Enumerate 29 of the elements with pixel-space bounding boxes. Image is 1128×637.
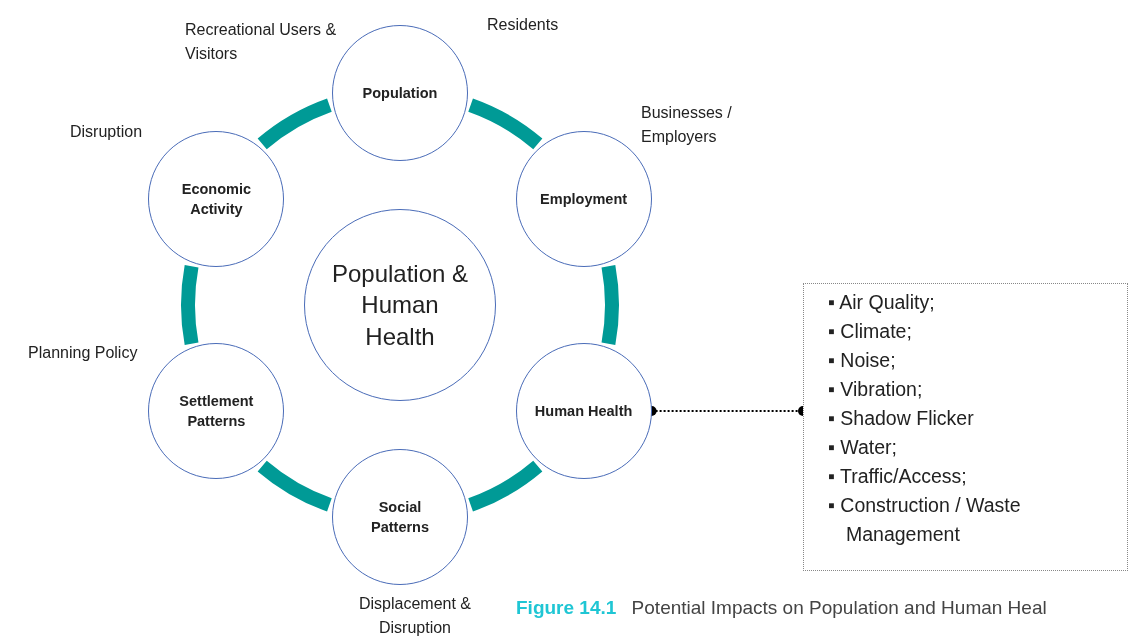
- stakeholder-note: Planning Policy: [28, 343, 138, 363]
- topic-label: Settlement Patterns: [178, 391, 255, 431]
- topic-label: Social Patterns: [370, 497, 430, 537]
- ring-segment: [257, 460, 332, 512]
- figure-caption: Figure 14.1 Potential Impacts on Population and Human Heal: [516, 597, 1047, 619]
- bullet-list-box: [803, 283, 1128, 571]
- list-item: ▪ Climate;: [828, 319, 913, 344]
- list-item: ▪ Air Quality;: [828, 290, 936, 315]
- ring-segment: [468, 98, 543, 150]
- stakeholder-note: Displacement & Disruption: [357, 594, 472, 637]
- stakeholder-note: Disruption: [70, 122, 143, 142]
- list-item: ▪ Water;: [828, 435, 899, 460]
- ring-segment: [257, 98, 332, 150]
- list-item: ▪ Traffic/Access;: [828, 464, 968, 489]
- list-item: ▪ Vibration;: [828, 377, 924, 402]
- stakeholder-note: Residents: [487, 15, 559, 35]
- ring-segment: [181, 265, 199, 345]
- topic-label: Population & Human Health: [330, 259, 470, 352]
- stakeholder-note: Businesses / Employers: [641, 103, 733, 147]
- topic-label: Human Health: [534, 401, 633, 421]
- topic-label: Economic Activity: [180, 179, 253, 219]
- topic-label: Employment: [540, 189, 628, 209]
- topic-label: Population: [362, 83, 438, 103]
- ring-segment: [601, 265, 619, 345]
- list-item: ▪ Noise;: [828, 348, 897, 373]
- stakeholder-note: Recreational Users & Visitors: [185, 20, 338, 64]
- list-item: ▪ Construction / Waste Management: [828, 493, 1022, 547]
- ring-segment: [468, 460, 543, 512]
- list-item: ▪ Shadow Flicker: [828, 406, 975, 431]
